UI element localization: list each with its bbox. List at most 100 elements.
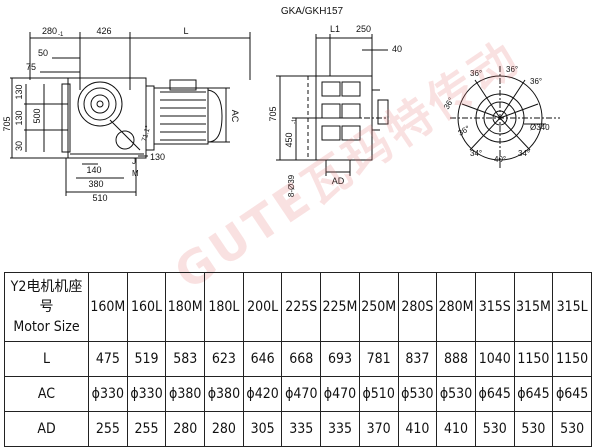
dim-250: 250 (356, 24, 371, 34)
dim-450: 450 (284, 132, 294, 147)
column-header: 180M (165, 272, 206, 342)
angle-7: 40° (494, 155, 506, 164)
table-cell: 410 (436, 411, 476, 447)
dim-130-mid: 130 (14, 110, 24, 125)
table-cell: 646 (242, 341, 283, 377)
column-header: 250M (358, 272, 399, 342)
column-header: 315L (552, 272, 592, 342)
table-cell: ϕ645 (474, 376, 515, 412)
table-cell: 530 (552, 411, 592, 447)
dim-130-bottom: 130 (150, 152, 165, 162)
column-header: 200L (242, 272, 283, 342)
table-cell: 623 (204, 341, 244, 377)
table-cell: 475 (88, 341, 128, 377)
column-header: 315S (474, 272, 515, 342)
table-cell: ϕ380 (204, 376, 244, 412)
table-cell: ϕ420 (242, 376, 283, 412)
dim-130-top: 130 (14, 84, 24, 99)
table-cell: ϕ470 (320, 376, 360, 412)
table-cell: ϕ330 (126, 376, 167, 412)
table-cell: 335 (281, 411, 322, 447)
dim-500: 500 (32, 108, 42, 123)
angle-4: 36° (442, 96, 456, 111)
angle-3: 36° (530, 77, 542, 86)
side-view-labels: 280 -1 426 L 50 75 705 130 500 130 30 AC… (2, 26, 240, 203)
dim-280-sub: -1 (58, 32, 64, 38)
table-cell: 519 (126, 341, 167, 377)
table-cell: 255 (88, 411, 128, 447)
table-cell: 280 (165, 411, 206, 447)
table-cell: 335 (320, 411, 360, 447)
side-view (10, 32, 251, 196)
column-header: 280M (436, 272, 476, 342)
dim-angle: 71.1° (140, 124, 152, 142)
front-view-labels: L1 250 40 705 450 -1 8-Ø39 AD (268, 24, 402, 197)
front-view (276, 34, 389, 176)
column-header: 180L (204, 272, 244, 342)
dim-ad: AD (332, 176, 345, 186)
table-cell: 1150 (552, 341, 592, 377)
dim-450-sub: -1 (292, 118, 298, 124)
table-row-AD: AD 255 255 280 280 305 335 335 370 410 4… (4, 411, 592, 447)
angle-8: 34° (518, 149, 530, 158)
dim-bolt: 8-Ø39 (287, 174, 296, 197)
dim-40: 40 (392, 44, 402, 54)
header-label-en: Motor Size (13, 319, 80, 335)
technical-drawing: GKA/GKH157 (2, 6, 560, 203)
table-cell: 1150 (513, 341, 554, 377)
header-label-cn: Y2电机机座号 (10, 279, 83, 315)
dim-510: 510 (92, 193, 107, 203)
spec-table: Y2电机机座号 Motor Size 160M 160L 180M 180L 2… (4, 272, 592, 447)
table-cell: 530 (474, 411, 515, 447)
table-cell: 888 (436, 341, 476, 377)
dim-diameter: Ø340 (530, 123, 550, 132)
dim-280: 280 (42, 26, 57, 36)
angle-2: 36° (506, 65, 518, 74)
table-cell: ϕ510 (358, 376, 399, 412)
table-cell: 410 (397, 411, 438, 447)
table-cell: 530 (513, 411, 554, 447)
drawing-title: GKA/GKH157 (281, 6, 344, 17)
table-cell: ϕ530 (436, 376, 476, 412)
dim-140: 140 (86, 165, 101, 175)
table-cell: 255 (126, 411, 167, 447)
table-cell: 1040 (474, 341, 515, 377)
column-header: 225M (320, 272, 360, 342)
row-label: AD (4, 411, 89, 447)
angle-1: 36° (470, 69, 482, 78)
angle-6: 34° (470, 149, 482, 158)
table-cell: ϕ645 (552, 376, 592, 412)
column-header: 160M (88, 272, 128, 342)
dim-75: 75 (26, 62, 36, 72)
row-label: L (4, 341, 89, 377)
table-row-L: L 475 519 583 623 646 668 693 781 837 88… (4, 341, 592, 377)
column-header: 280S (397, 272, 438, 342)
header-label-cell: Y2电机机座号 Motor Size (4, 272, 89, 342)
label-j: J (132, 157, 136, 166)
table-cell: 280 (204, 411, 244, 447)
table-cell: 837 (397, 341, 438, 377)
table-cell: 781 (358, 341, 399, 377)
table-header-row: Y2电机机座号 Motor Size 160M 160L 180M 180L 2… (4, 272, 592, 342)
column-header: 315M (513, 272, 554, 342)
column-header: 225S (281, 272, 322, 342)
table-cell: ϕ380 (165, 376, 206, 412)
column-header: 160L (126, 272, 167, 342)
table-cell: 370 (358, 411, 399, 447)
label-m: M (132, 169, 139, 178)
dim-L: L (183, 26, 188, 36)
row-label: AC (4, 376, 89, 412)
table-cell: ϕ645 (513, 376, 554, 412)
table-cell: 583 (165, 341, 206, 377)
table-cell: ϕ530 (397, 376, 438, 412)
dim-705-front: 705 (268, 106, 278, 121)
dim-30: 30 (14, 141, 24, 151)
table-cell: 668 (281, 341, 322, 377)
flange-view (450, 66, 560, 170)
table-cell: ϕ470 (281, 376, 322, 412)
dim-426: 426 (96, 26, 111, 36)
table-cell: ϕ330 (88, 376, 128, 412)
dim-380: 380 (88, 179, 103, 189)
dim-l1: L1 (330, 24, 340, 34)
table-row-AC: AC ϕ330 ϕ330 ϕ380 ϕ380 ϕ420 ϕ470 ϕ470 ϕ5… (4, 376, 592, 412)
